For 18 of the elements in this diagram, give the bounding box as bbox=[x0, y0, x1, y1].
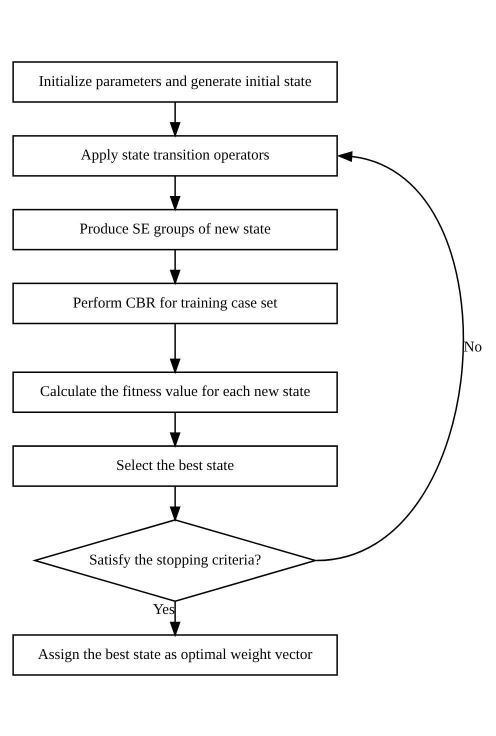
arrow bbox=[170, 412, 181, 448]
arrow bbox=[170, 486, 181, 522]
arrow bbox=[170, 323, 181, 374]
arrow bbox=[170, 250, 181, 285]
node-box: Assign the best state as optimal weight vector bbox=[12, 634, 338, 676]
arrow bbox=[170, 176, 181, 211]
edge-label: No bbox=[464, 339, 482, 356]
node-box: Produce SE groups of new state bbox=[12, 208, 338, 250]
node-box: Select the best state bbox=[12, 444, 338, 486]
node-box: Apply state transition operators bbox=[12, 134, 338, 176]
node-diamond: Satisfy the stopping criteria? bbox=[32, 518, 318, 602]
arrow bbox=[170, 102, 181, 138]
node-box: Perform CBR for training case set bbox=[12, 282, 338, 324]
arrow bbox=[316, 150, 464, 561]
arrow bbox=[170, 600, 181, 637]
node-box: Calculate the fitness value for each new state bbox=[12, 371, 338, 413]
node-box: Initialize parameters and generate initial state bbox=[12, 60, 338, 102]
edge-label: Yes bbox=[152, 602, 175, 618]
